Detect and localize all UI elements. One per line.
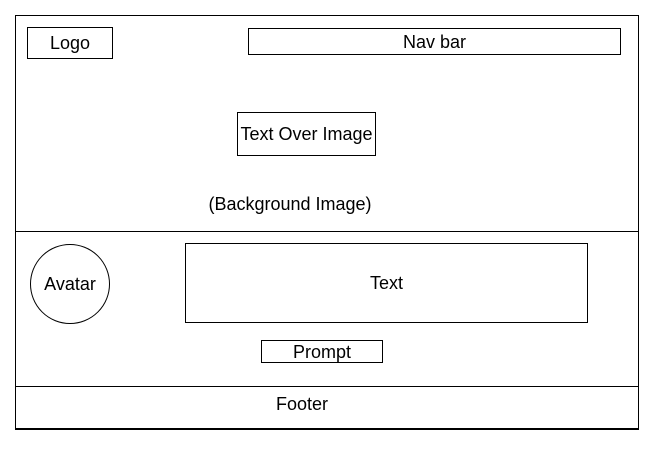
hero-divider [15, 231, 639, 232]
logo-label: Logo [49, 33, 91, 53]
avatar[interactable]: Avatar [30, 244, 110, 324]
logo-box[interactable]: Logo [27, 27, 113, 59]
footer-divider [15, 386, 639, 387]
text-box: Text [185, 243, 588, 323]
hero-text-label: Text Over Image [240, 124, 373, 144]
prompt-box[interactable]: Prompt [261, 340, 383, 363]
nav-bar-label: Nav bar [402, 31, 467, 52]
avatar-label: Avatar [44, 274, 96, 294]
footer-label: Footer [275, 394, 329, 414]
hero-text-box: Text Over Image [237, 112, 376, 156]
background-image-label: (Background Image) [208, 194, 372, 214]
page-frame [15, 15, 639, 430]
text-box-label: Text [369, 273, 403, 293]
prompt-label: Prompt [292, 341, 352, 362]
nav-bar[interactable]: Nav bar [248, 28, 621, 55]
